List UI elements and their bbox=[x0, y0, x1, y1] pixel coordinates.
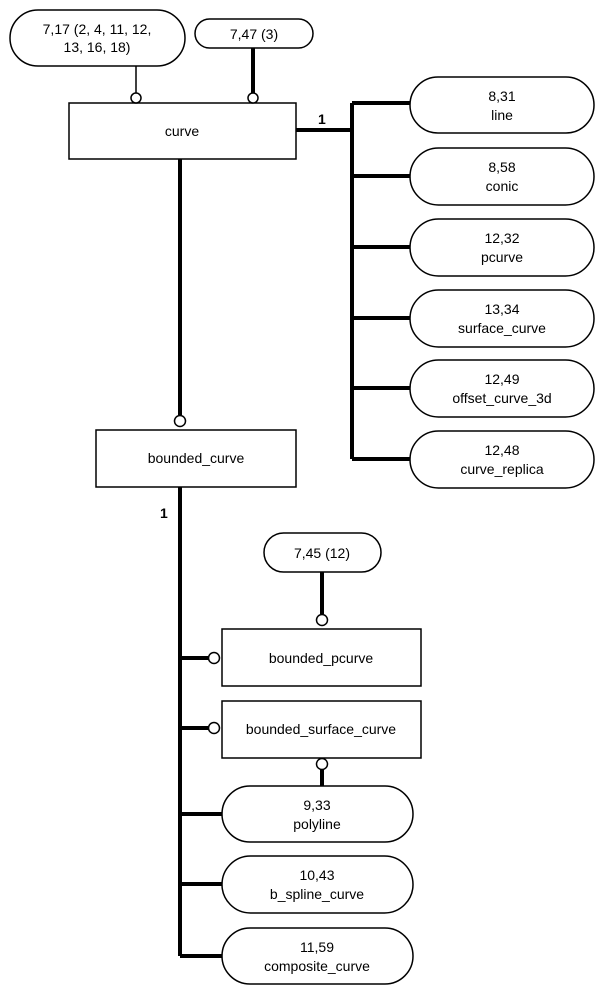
entity-curve-label: curve bbox=[165, 123, 199, 139]
subtype-curve-replica-name: curve_replica bbox=[460, 461, 543, 477]
entity-bounded-surface-curve-label: bounded_surface_curve bbox=[246, 721, 396, 737]
subtype-offset-curve-3d-ref: 12,49 bbox=[484, 371, 519, 387]
subtype-composite-curve-name: composite_curve bbox=[264, 958, 370, 974]
subtype-conic-name: conic bbox=[486, 178, 519, 194]
subtype-surface-curve-name: surface_curve bbox=[458, 320, 546, 336]
subtype-polyline: 9,33 polyline bbox=[221, 785, 414, 843]
subtype-line-ref: 8,31 bbox=[488, 88, 515, 104]
subtype-curve-replica: 12,48 curve_replica bbox=[409, 430, 595, 489]
subtype-line: 8,31 line bbox=[409, 76, 595, 134]
subtype-conic-ref: 8,58 bbox=[488, 159, 515, 175]
ref-7-17-line1: 7,17 (2, 4, 11, 12, bbox=[43, 21, 152, 37]
entity-bounded-pcurve-label: bounded_pcurve bbox=[269, 650, 374, 666]
subtype-composite-curve: 11,59 composite_curve bbox=[221, 927, 414, 985]
ref-7-45-label: 7,45 (12) bbox=[294, 545, 350, 561]
subtype-b-spline-curve-name: b_spline_curve bbox=[270, 886, 364, 902]
entity-bounded-surface-curve: bounded_surface_curve bbox=[221, 700, 422, 759]
subtype-surface-curve: 13,34 surface_curve bbox=[409, 289, 595, 348]
end-circle-curve-ref-7-47 bbox=[247, 92, 259, 104]
entity-bounded-curve: bounded_curve bbox=[95, 429, 297, 488]
subtype-surface-curve-ref: 13,34 bbox=[484, 301, 519, 317]
subtype-pcurve-ref: 12,32 bbox=[484, 230, 519, 246]
subtype-pcurve-name: pcurve bbox=[481, 249, 523, 265]
ref-7-17: 7,17 (2, 4, 11, 12, 13, 16, 18) bbox=[9, 9, 186, 67]
subtype-b-spline-curve-ref: 10,43 bbox=[299, 867, 334, 883]
subtype-polyline-ref: 9,33 bbox=[303, 797, 330, 813]
entity-bounded-curve-label: bounded_curve bbox=[148, 450, 245, 466]
bounded-curve-cardinality-label: 1 bbox=[160, 505, 168, 521]
ref-7-47: 7,47 (3) bbox=[194, 18, 314, 49]
subtype-b-spline-curve: 10,43 b_spline_curve bbox=[221, 855, 414, 914]
end-circle-bounded-curve bbox=[173, 414, 187, 428]
subtype-pcurve: 12,32 pcurve bbox=[409, 218, 595, 277]
ref-7-17-line2: 13, 16, 18) bbox=[64, 39, 131, 55]
subtype-curve-replica-ref: 12,48 bbox=[484, 442, 519, 458]
subtype-conic: 8,58 conic bbox=[409, 147, 595, 206]
end-circle-curve-ref-7-17 bbox=[130, 92, 142, 104]
subtype-offset-curve-3d: 12,49 offset_curve_3d bbox=[409, 359, 595, 418]
subtype-line-name: line bbox=[491, 107, 513, 123]
subtype-polyline-name: polyline bbox=[293, 816, 341, 832]
end-circle-bounded-pcurve bbox=[207, 651, 221, 665]
end-circle-bounded-surface-curve-bottom bbox=[315, 757, 329, 771]
ref-7-47-label: 7,47 (3) bbox=[230, 26, 278, 42]
entity-curve: curve bbox=[68, 102, 297, 160]
end-circle-bounded-surface-curve bbox=[207, 721, 221, 735]
entity-bounded-pcurve: bounded_pcurve bbox=[221, 628, 422, 687]
ref-7-45: 7,45 (12) bbox=[263, 532, 382, 573]
curve-cardinality-label: 1 bbox=[318, 111, 326, 127]
end-circle-bounded-pcurve-ref bbox=[315, 613, 329, 627]
subtype-offset-curve-3d-name: offset_curve_3d bbox=[452, 390, 551, 406]
subtype-composite-curve-ref: 11,59 bbox=[300, 939, 334, 955]
